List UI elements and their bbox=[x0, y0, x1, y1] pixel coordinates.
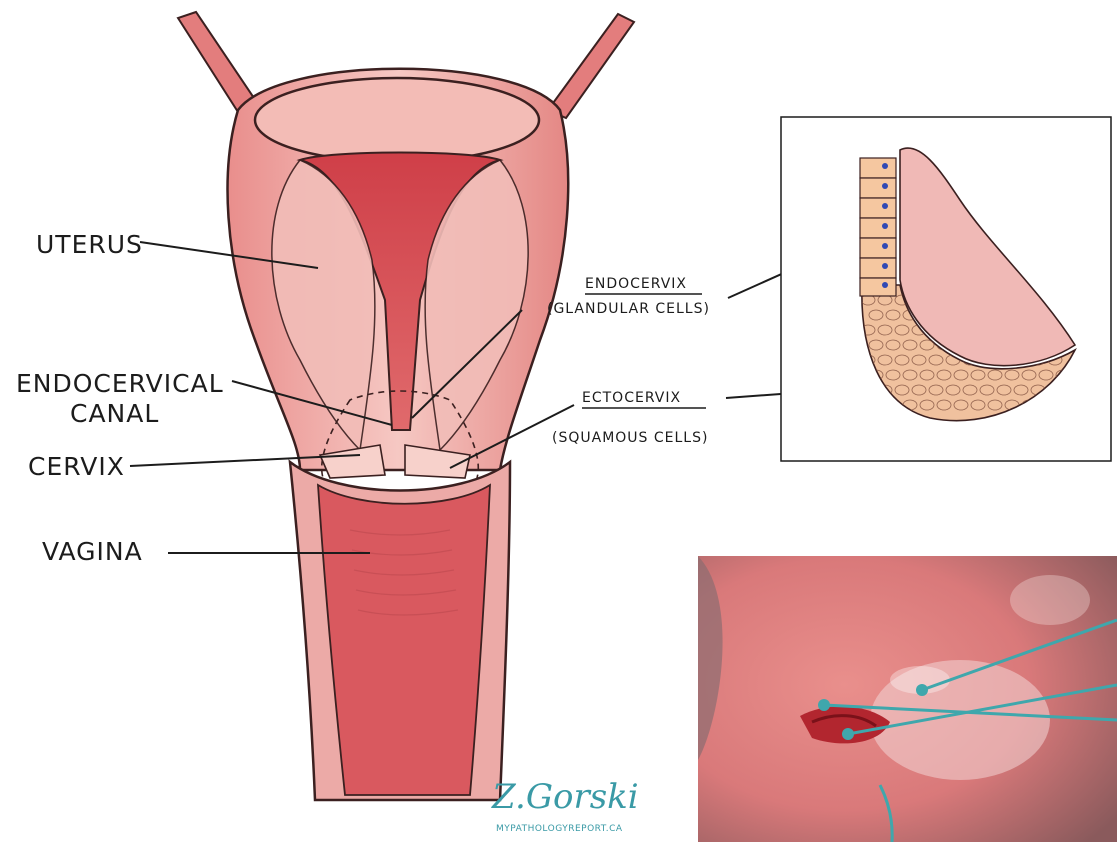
signature-site: MYPATHOLOGYREPORT.CA bbox=[496, 824, 623, 834]
glandular-cells bbox=[860, 158, 896, 296]
label-ectocervix-sub: (SQUAMOUS CELLS) bbox=[552, 430, 708, 446]
label-uterus: UTERUS bbox=[36, 230, 143, 259]
label-vagina: VAGINA bbox=[42, 537, 143, 566]
label-endocervix-sub: (GLANDULAR CELLS) bbox=[547, 301, 710, 317]
label-cervix: CERVIX bbox=[28, 452, 125, 481]
label-endocervical-canal-1: ENDOCERVICAL bbox=[16, 369, 224, 398]
uterus-illustration bbox=[178, 12, 634, 800]
colposcopy-photo bbox=[698, 556, 1117, 842]
label-ectocervix: ECTOCERVIX bbox=[582, 390, 681, 406]
label-endocervix: ENDOCERVIX bbox=[585, 276, 687, 292]
signature: Z.Gorski MYPATHOLOGYREPORT.CA bbox=[491, 777, 639, 834]
label-endocervical-canal-2: CANAL bbox=[70, 399, 159, 428]
cell-inset bbox=[781, 117, 1111, 461]
signature-name: Z.Gorski bbox=[491, 777, 639, 817]
